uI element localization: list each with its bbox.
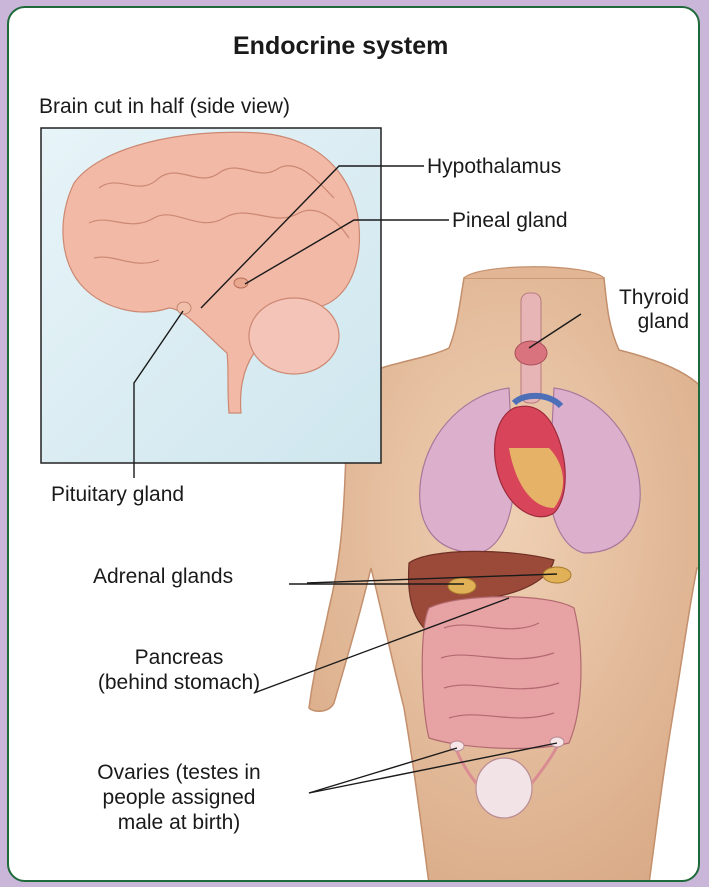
label-adrenal-glands: Adrenal glands (93, 564, 233, 589)
label-ovaries-line3: male at birth) (59, 810, 299, 835)
diagram-frame: Endocrine system Brain cut in half (side… (7, 6, 700, 882)
label-pituitary-gland: Pituitary gland (51, 482, 184, 507)
label-thyroid-line2: gland (579, 309, 689, 334)
brain-inset (41, 128, 381, 463)
label-ovaries-line2: people assigned (59, 785, 299, 810)
label-pancreas-line1: Pancreas (49, 645, 309, 670)
label-ovaries-line1: Ovaries (testes in (59, 760, 299, 785)
diagram-illustration (9, 8, 700, 882)
label-thyroid-line1: Thyroid (579, 285, 689, 310)
label-pineal-gland: Pineal gland (452, 208, 568, 233)
intestines (422, 597, 581, 749)
cerebellum (249, 298, 339, 374)
pituitary-gland (177, 302, 191, 314)
diagram-title: Endocrine system (233, 34, 448, 59)
label-hypothalamus: Hypothalamus (427, 154, 561, 179)
inset-caption: Brain cut in half (side view) (39, 94, 290, 119)
label-pancreas-line2: (behind stomach) (49, 670, 309, 695)
